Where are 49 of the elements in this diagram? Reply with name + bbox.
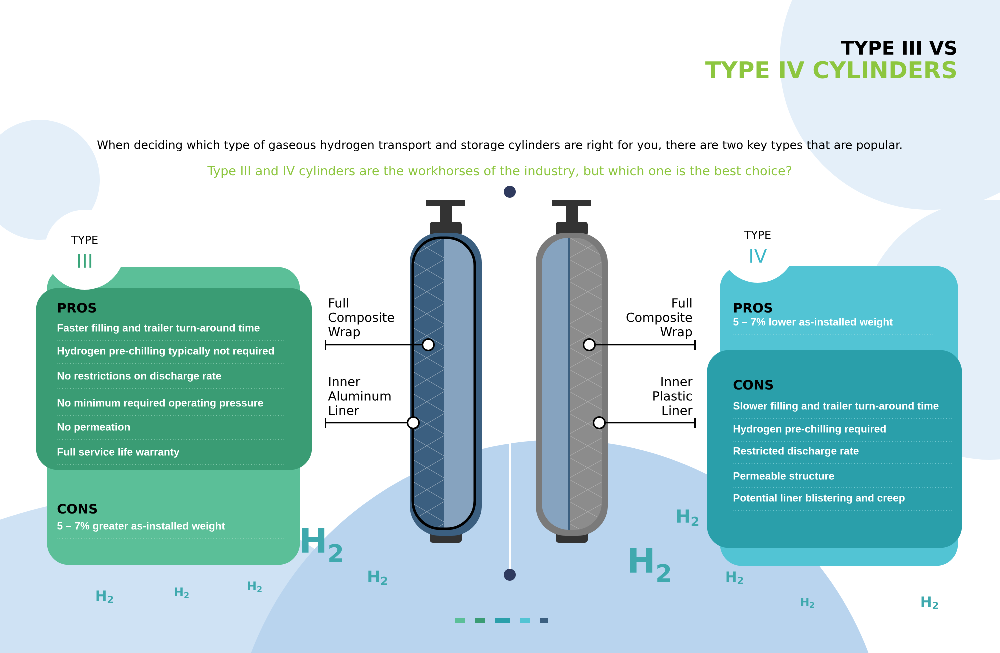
type-badge: TYPE IV [720, 207, 796, 283]
node-label: IV [750, 249, 768, 263]
panel-heading: CONS [734, 380, 774, 390]
h2-mark: H$_{2}$ [96, 590, 114, 604]
list-item: Full service life warranty [58, 448, 180, 458]
cons-panel [707, 350, 962, 548]
h2-mark: H$_{2}$ [368, 570, 388, 586]
list-item: Potential liner blistering and creep [734, 494, 905, 504]
h2-mark: H$_{2}$ [801, 598, 814, 608]
panel-heading: PROS [58, 303, 96, 313]
node-label: III [78, 254, 92, 268]
intro-text: When deciding which type of gaseous hydrogen transport and storage cylinders are right for you, there are two key types that are popular. [98, 140, 902, 152]
leader-line [325, 416, 420, 430]
subtitle: Type III and IV cylinders are the workhorses of the industry, but which one is the best choice? [208, 166, 792, 178]
leader-line [325, 338, 435, 352]
h2-mark: H$_{2}$ [248, 582, 262, 592]
leader-line [583, 338, 696, 352]
heading: TYPE III VS [841, 40, 956, 56]
heading: TYPE IV CYLINDERS [706, 61, 956, 79]
list-item: Restricted discharge rate [734, 447, 859, 457]
h2-mark: H$_{2}$ [678, 510, 699, 526]
list-item: Hydrogen pre-chilling typically not required [58, 347, 274, 357]
list-item: No restrictions on discharge rate [58, 372, 222, 382]
cylinder-drawing [536, 200, 608, 543]
callout-label: Full Composite Wrap [328, 298, 394, 340]
pros-panel [36, 288, 312, 470]
callout-label: Full Composite Wrap [626, 298, 692, 340]
node-label: TYPE [744, 231, 771, 240]
list-item: No minimum required operating pressure [58, 399, 264, 409]
list-item: Permeable structure [734, 472, 834, 480]
h2-mark: H$_{2}$ [175, 588, 189, 598]
callout-label: Inner Aluminum Liner [328, 377, 391, 416]
type-badge: TYPE III [45, 210, 125, 290]
h2-mark: H$_{2}$ [922, 596, 938, 610]
list-item: Hydrogen pre-chilling required [734, 425, 886, 435]
h2-mark: H$_{2}$ [630, 548, 670, 582]
h2-mark: H$_{2}$ [302, 528, 342, 562]
list-item: Faster filling and trailer turn-around time [58, 324, 260, 334]
panel-heading: PROS [734, 303, 772, 313]
list-item: 5 – 7% lower as-installed weight [734, 318, 893, 328]
h2-mark: H$_{2}$ [726, 572, 744, 584]
node-label: TYPE [71, 236, 98, 244]
leader-line [593, 416, 696, 430]
cylinder-drawing [410, 200, 482, 543]
list-item: Slower filling and trailer turn-around time [734, 402, 939, 412]
list-item: No permeation [58, 423, 130, 433]
callout-label: Inner Plastic Liner [654, 377, 693, 416]
panel-heading: CONS [58, 504, 98, 514]
list-item: 5 – 7% greater as-installed weight [58, 522, 226, 532]
